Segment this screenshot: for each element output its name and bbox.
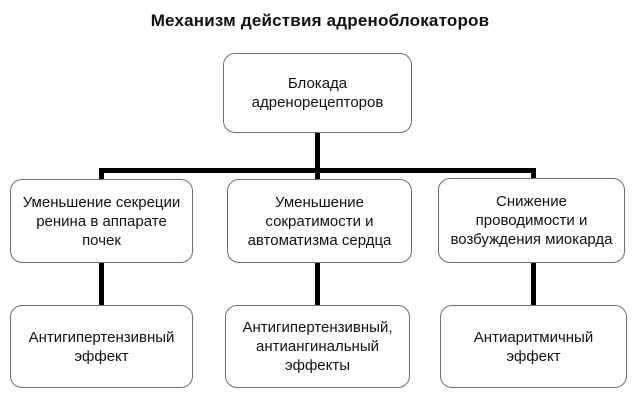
connector-bus-to-mechanism-right (531, 168, 536, 179)
connector-mechanism-to-effect-right (531, 262, 536, 306)
node-antiarrhythmic-effect: Антиаритмичный эффект (440, 305, 627, 388)
connector-horizontal-bus (99, 168, 536, 173)
node-antihypertensive-antianginal-effects: Антигипертензивный, антиангинальный эффе… (225, 305, 410, 388)
node-label: Уменьшение секреции ренина в аппарате по… (22, 193, 181, 249)
node-label: Антигипертензивный, антиангинальный эффе… (242, 319, 393, 374)
node-contractility-automatism-decrease: Уменьшение сократимости и автоматизма се… (227, 179, 412, 263)
diagram-title: Механизм действия адреноблокаторов (150, 11, 490, 30)
connector-mechanism-to-effect-left (99, 262, 104, 306)
node-antihypertensive-effect: Антигипертензивный эффект (10, 305, 193, 388)
node-conduction-excitability-decrease: Снижение проводимости и возбуждения миок… (438, 178, 625, 263)
node-label: Блокада адренорецепторов (251, 75, 384, 111)
node-label: Антигипертензивный эффект (28, 328, 175, 365)
connector-bus-to-mechanism-left (99, 168, 104, 180)
node-label: Уменьшение сократимости и автоматизма се… (247, 193, 392, 249)
node-adrenoreceptor-blockade: Блокада адренорецепторов (223, 53, 412, 133)
node-label: Антиаритмичный эффект (473, 328, 594, 365)
node-label: Снижение проводимости и возбуждения миок… (450, 193, 613, 248)
connector-root-vertical (315, 133, 320, 179)
node-renin-secretion-decrease: Уменьшение секреции ренина в аппарате по… (10, 179, 193, 263)
connector-mechanism-to-effect-center (315, 262, 320, 306)
